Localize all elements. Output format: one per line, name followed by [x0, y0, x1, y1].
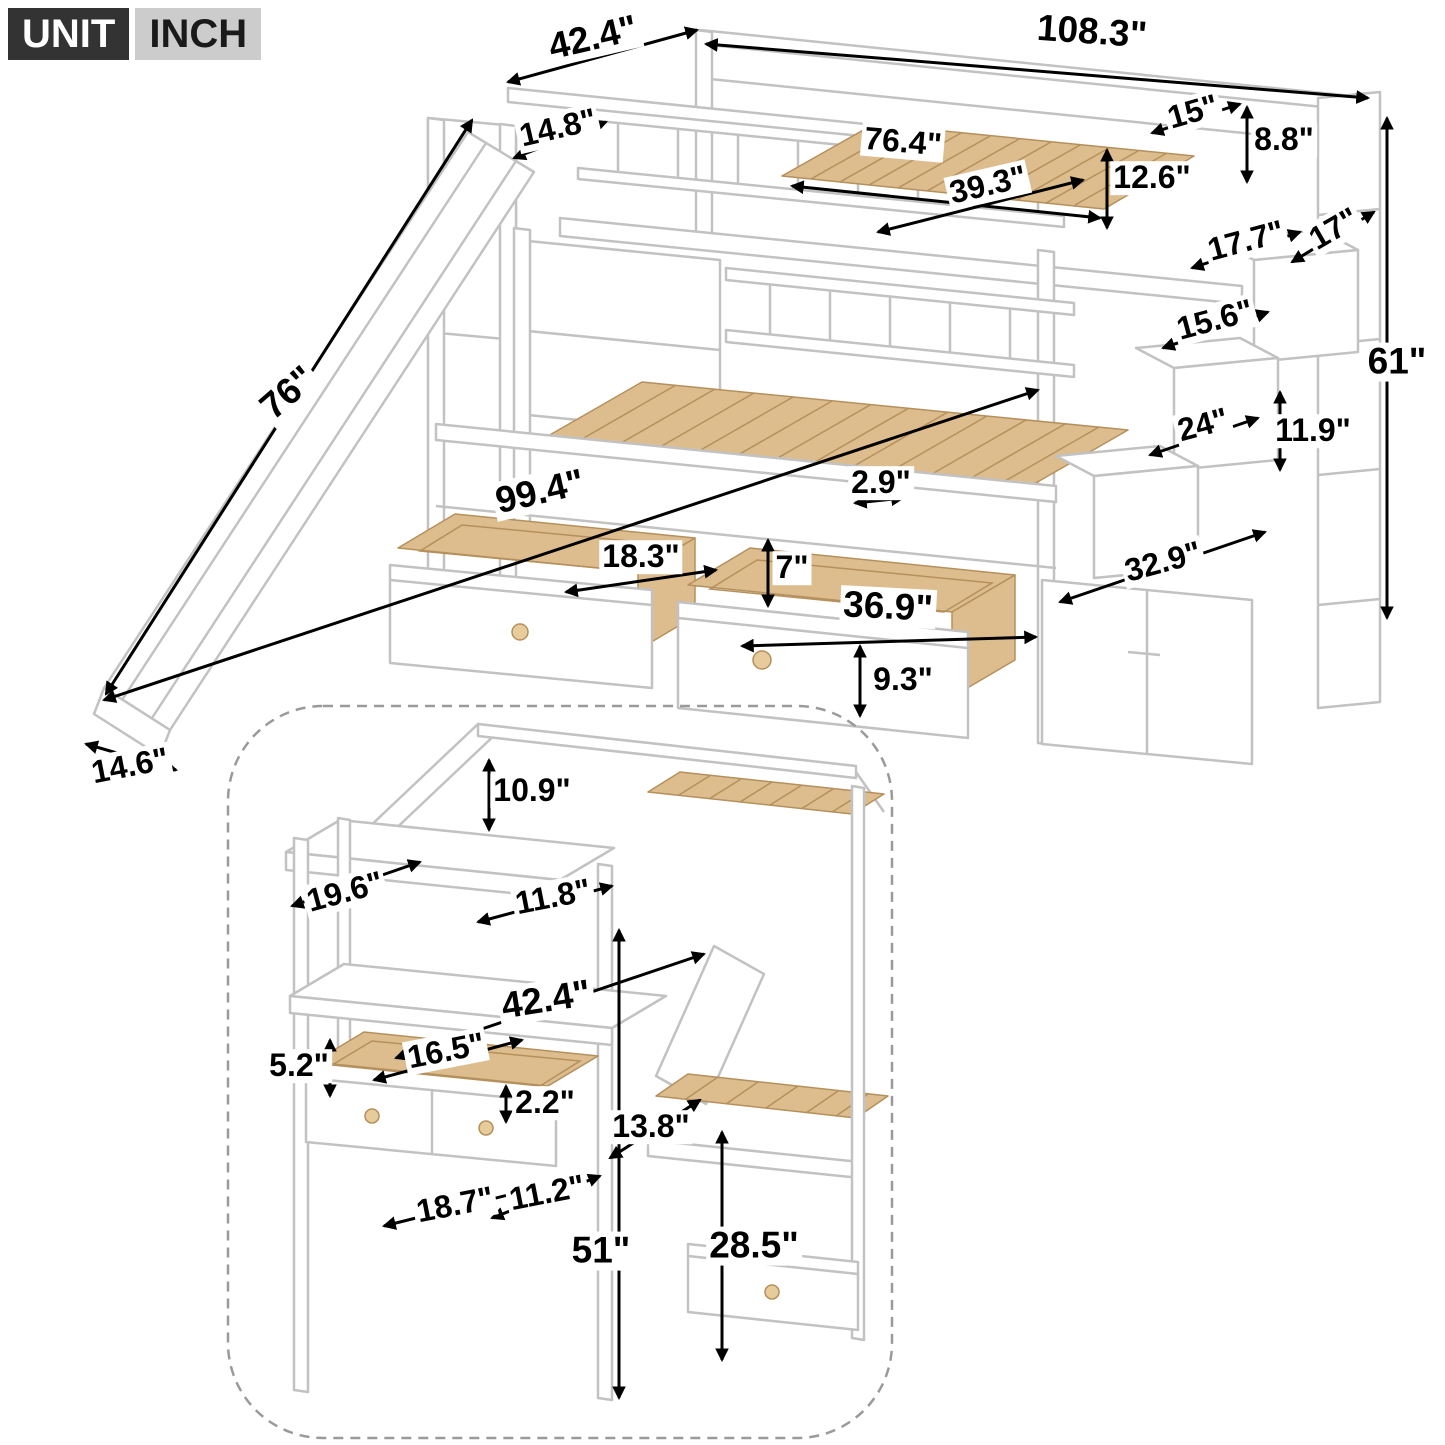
dim-shelf-to-desk-height: 13.8" [609, 1110, 693, 1144]
arrow-overall-length [102, 387, 1040, 703]
top-bunk-back-left-post [694, 28, 714, 242]
dim-drawer-large-height: 9.3" [870, 663, 936, 697]
inset-lower-bunk-rail [646, 1138, 862, 1180]
dim-desk-drawer-height: 5.2" [266, 1049, 332, 1083]
dim-desk-height: 51" [568, 1231, 634, 1271]
dim-drawer-small-height: 7" [772, 551, 812, 585]
lower-bunk-back-spindles [768, 284, 1012, 359]
stair-step3-riser [1252, 248, 1360, 364]
unit-badge: UNIT INCH [8, 8, 262, 60]
dim-inner-length: 76.4" [859, 120, 947, 163]
cabinet-handle [1127, 650, 1161, 657]
mid-storage-shelf-line [517, 328, 721, 352]
dim-desk-top-thickness: 2.2" [512, 1086, 578, 1120]
inset-lower-bunk-slats [655, 1073, 889, 1119]
inset-roof-left [364, 722, 502, 838]
dim-top-rail-height: 8.8" [1251, 123, 1317, 157]
inset-left-post [292, 836, 310, 1394]
inset-right-bed-post [850, 784, 866, 1342]
dim-under-bed-clearance: 28.5" [706, 1226, 802, 1266]
inset-top-bunk-slats [647, 771, 885, 815]
dim-guardrail-height: 12.6" [1110, 161, 1194, 195]
inset-back-post [336, 816, 352, 1062]
dim-drawer-large-width: 36.9" [839, 583, 937, 629]
unit-label: UNIT [8, 8, 130, 60]
inset-dashed-border [226, 704, 894, 1440]
inset-roof-beam [476, 722, 858, 780]
unit-value: INCH [135, 8, 262, 60]
dim-cubby-height: 11.9" [1272, 414, 1354, 448]
dim-drawer-small-width: 18.3" [599, 540, 683, 574]
drawer-large-knob [752, 650, 772, 670]
arrow-inner-width [875, 176, 1086, 236]
inset-top-slat-lines [678, 774, 865, 813]
dim-slat-gap: 2.9" [848, 466, 914, 500]
arrow-total-length [703, 38, 1371, 104]
dimension-arrows [84, 26, 1394, 1401]
stair-side-panel [1316, 90, 1382, 710]
arrow-drawer-small-width [563, 564, 719, 598]
lower-bunk-back-rail-lower [724, 328, 1076, 379]
dim-roof-height: 10.9" [490, 774, 574, 808]
lower-bunk-back-rail-upper [724, 266, 1076, 317]
arrow-bed-width [506, 26, 699, 86]
arrow-drawer-large-width [739, 630, 1039, 653]
dim-total-height: 61" [1364, 342, 1430, 382]
dim-total-length: 108.3" [1032, 7, 1152, 56]
drawer-small-knob [511, 623, 529, 641]
